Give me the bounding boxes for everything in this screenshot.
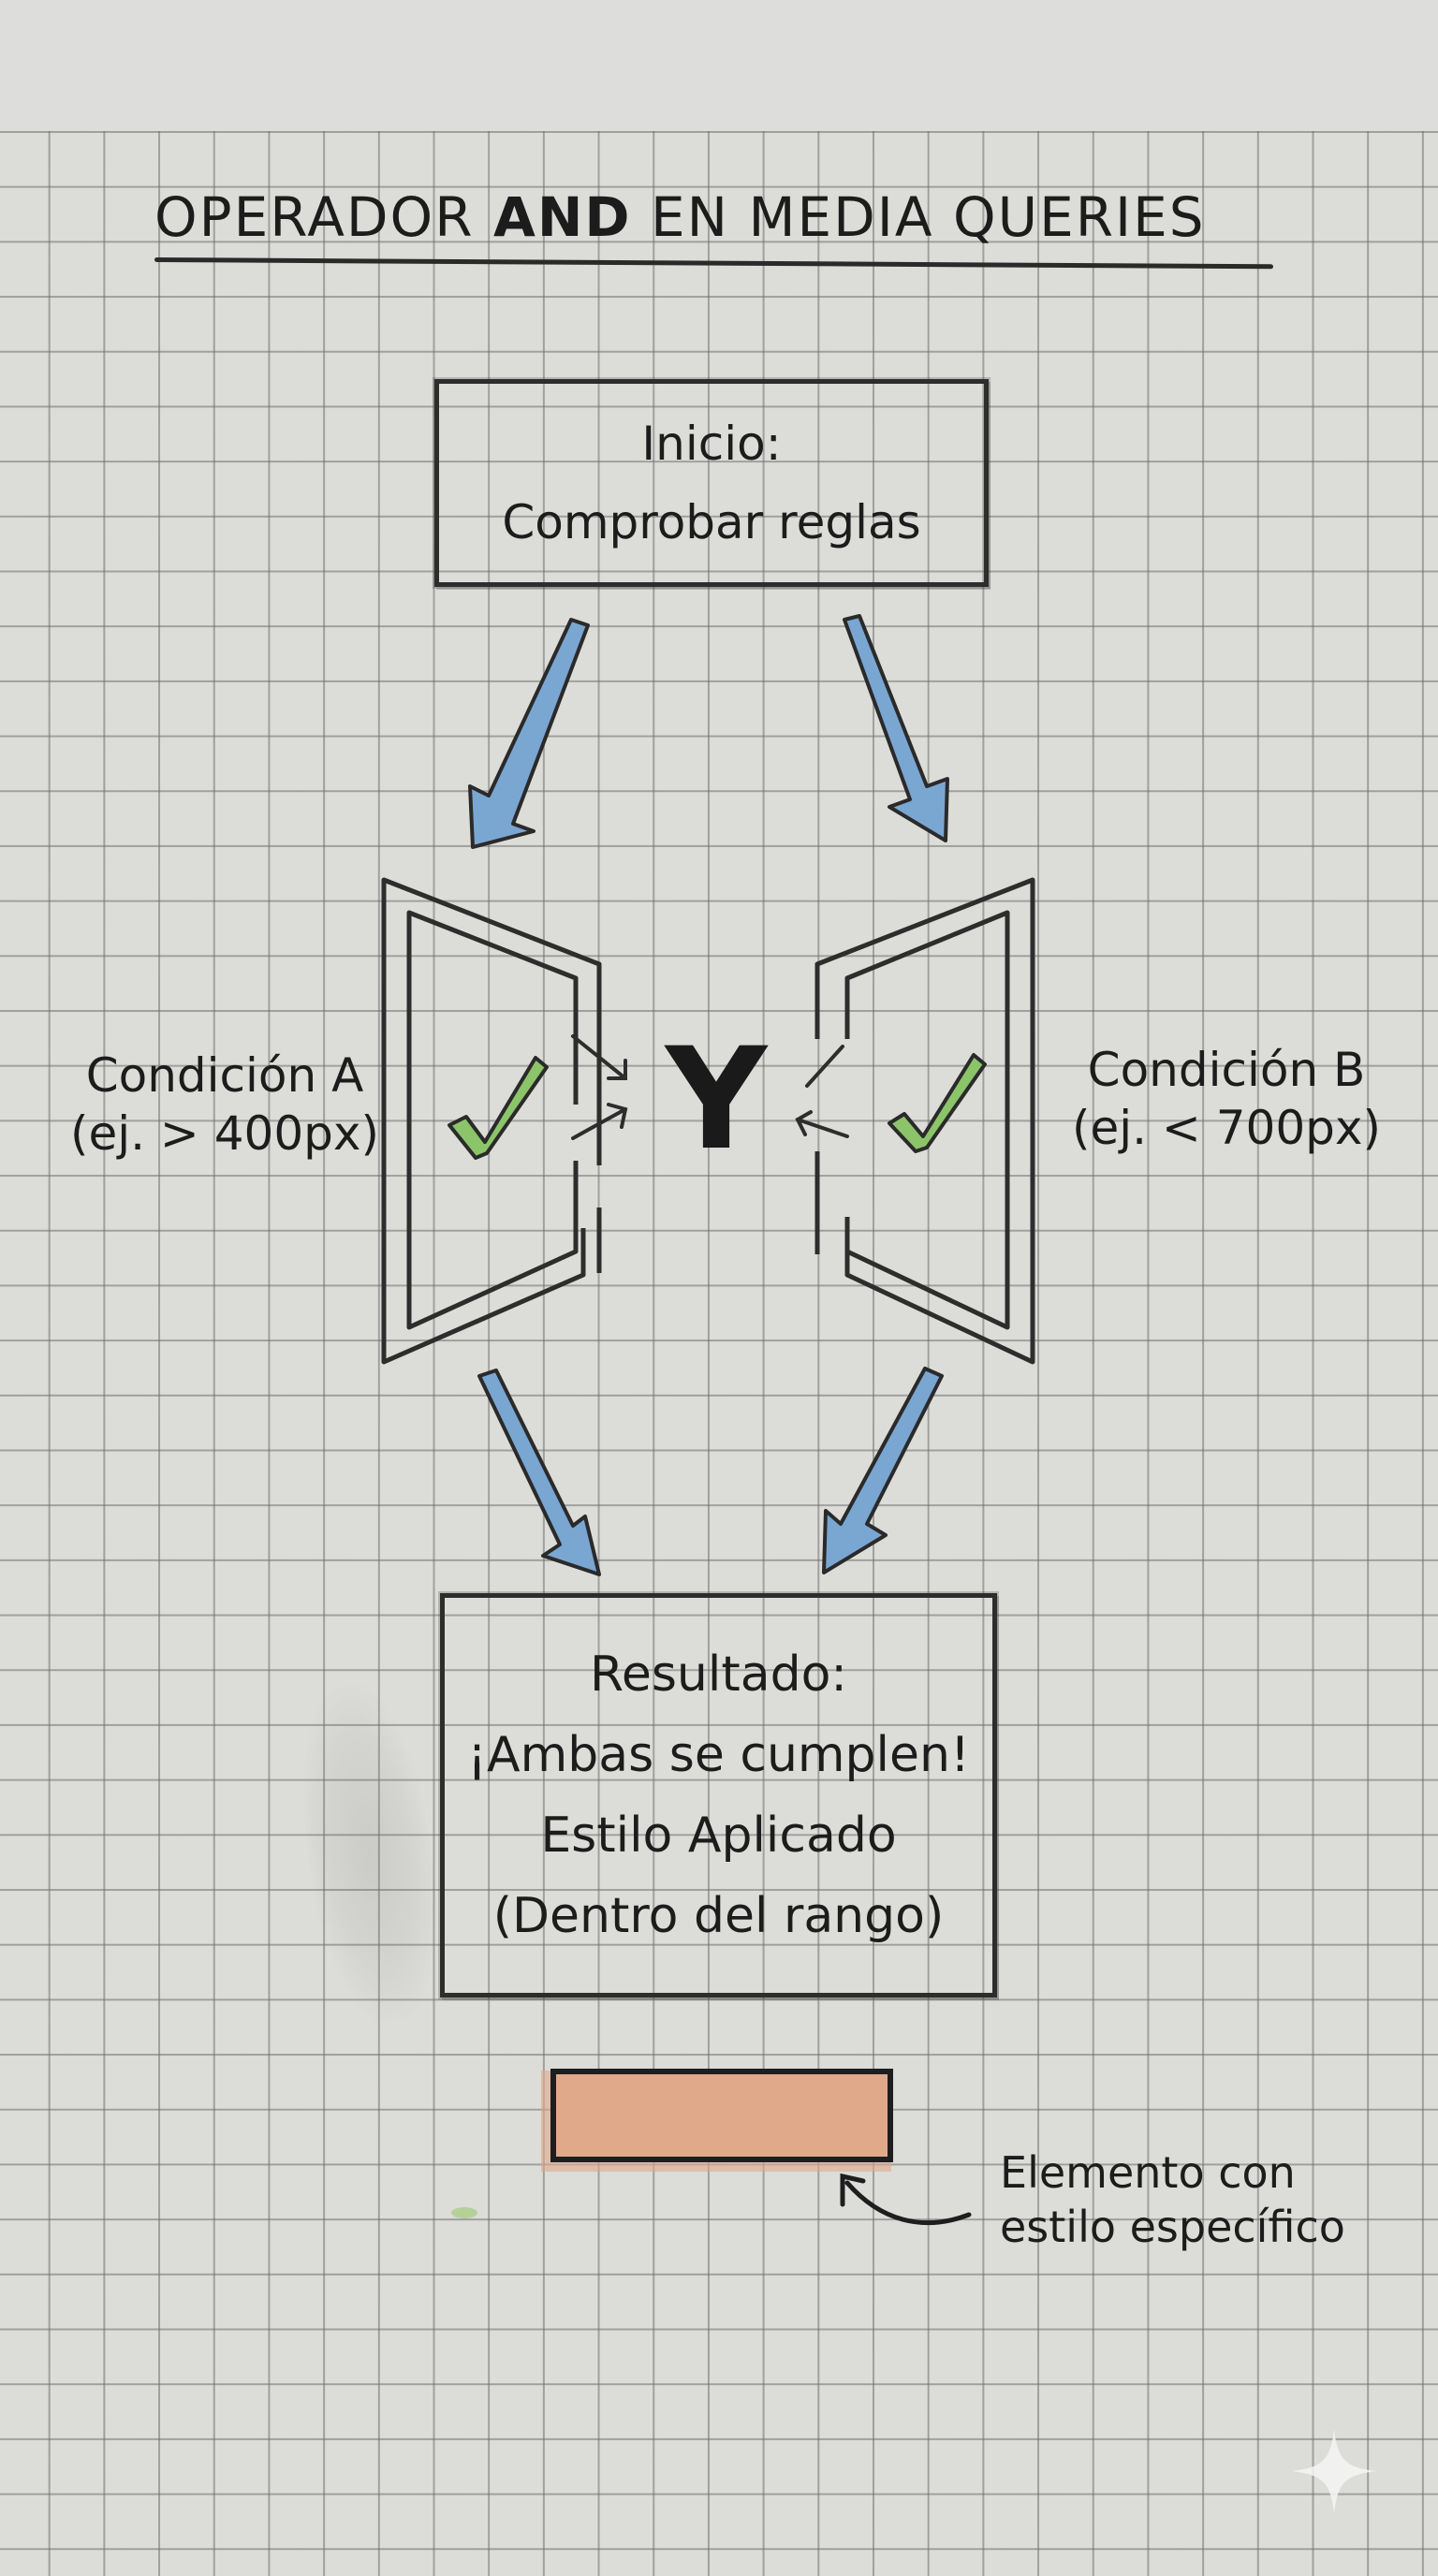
result-box-line1: Resultado: — [590, 1647, 847, 1703]
condition-b-title: Condición B — [1087, 1043, 1366, 1097]
green-speck — [451, 2207, 477, 2218]
annotation-line1: Elemento con — [1000, 2147, 1296, 2198]
start-box-line1: Inicio: — [641, 417, 782, 471]
condition-a-title: Condición A — [85, 1048, 364, 1103]
result-box-line4: (Dentro del rango) — [492, 1888, 945, 1944]
result-box: Resultado: ¡Ambas se cumplen! Estilo Apl… — [440, 1593, 997, 1998]
condition-b-example: (ej. < 700px) — [1071, 1101, 1381, 1155]
condition-b-label: Condición B (ej. < 700px) — [1063, 1041, 1390, 1157]
start-box: Inicio: Comprobar reglas — [434, 379, 989, 587]
sparkle-icon — [1292, 2429, 1376, 2513]
condition-a-label: Condición A (ej. > 400px) — [66, 1046, 384, 1163]
condition-a-example: (ej. > 400px) — [69, 1106, 379, 1161]
title-suffix: EN MEDIA QUERIES — [650, 185, 1206, 249]
result-box-line2: ¡Ambas se cumplen! — [467, 1727, 970, 1783]
graph-paper-grid — [0, 131, 1438, 2576]
element-annotation: Elemento con estilo específico — [1000, 2145, 1345, 2254]
title-emphasis: AND — [492, 185, 632, 249]
result-box-line3: Estilo Aplicado — [540, 1808, 897, 1864]
annotation-line2: estilo específico — [1000, 2202, 1345, 2252]
start-box-line2: Comprobar reglas — [502, 495, 921, 549]
title-prefix: OPERADOR — [154, 185, 475, 249]
diagram-title: OPERADOR AND EN MEDIA QUERIES — [154, 185, 1278, 249]
styled-element-swatch — [550, 2069, 893, 2162]
paper-top-margin — [0, 0, 1438, 131]
and-operator-label: Y — [665, 1018, 768, 1181]
